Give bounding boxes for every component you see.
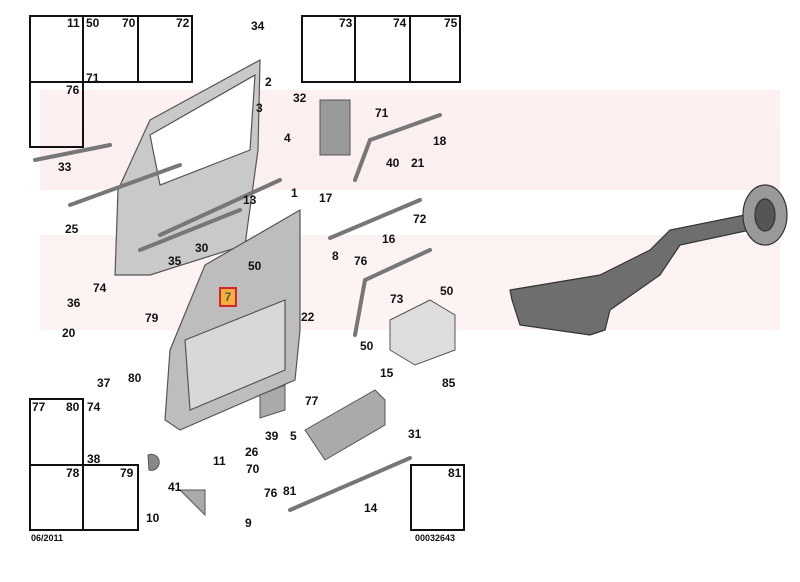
part-callout[interactable]: 76	[264, 486, 278, 500]
part-callout[interactable]: 71	[375, 106, 389, 120]
inset-label: 11	[67, 16, 80, 30]
inset-label: 70	[122, 16, 136, 30]
part-callout[interactable]: 33	[58, 160, 72, 174]
part-callout[interactable]: 79	[145, 311, 159, 325]
part-callout[interactable]: 85	[442, 376, 456, 390]
part-callout[interactable]: 80	[128, 371, 142, 385]
part-callout[interactable]: 50	[248, 259, 262, 273]
inset-label: 78	[66, 466, 80, 480]
part-callout[interactable]: 70	[246, 462, 260, 476]
part-callout[interactable]: 39	[265, 429, 279, 443]
part-callout[interactable]: 31	[408, 427, 422, 441]
part-callout[interactable]: 38	[87, 452, 101, 466]
part-callout[interactable]: 35	[168, 254, 182, 268]
part-callout[interactable]: 32	[293, 91, 307, 105]
part-callout[interactable]: 30	[195, 241, 209, 255]
hinge-illustration	[509, 184, 788, 336]
seal-strips	[33, 113, 442, 512]
inset-label: 73	[339, 16, 353, 30]
small-parts	[147, 99, 456, 517]
part-callout[interactable]: 20	[62, 326, 76, 340]
inner-door-frame	[164, 208, 301, 431]
outer-door-panel	[114, 58, 261, 276]
part-callout[interactable]: 2	[265, 75, 272, 89]
inset-label: 81	[448, 466, 462, 480]
part-callout[interactable]: 77	[305, 394, 319, 408]
inset-label: 76	[66, 83, 80, 97]
part-callout[interactable]: 14	[364, 501, 378, 515]
part-callout[interactable]: 11	[213, 454, 226, 468]
inset-box-bolt	[29, 81, 84, 148]
part-callout[interactable]: 15	[380, 366, 394, 380]
part-callout[interactable]: 1	[291, 186, 298, 200]
part-callout[interactable]: 26	[245, 445, 259, 459]
part-callout[interactable]: 8	[332, 249, 339, 263]
part-callout[interactable]: 10	[146, 511, 160, 525]
part-callout[interactable]: 37	[97, 376, 111, 390]
inset-box-bushing	[409, 15, 461, 83]
part-callout[interactable]: 16	[382, 232, 396, 246]
inset-box-plug-79	[82, 464, 139, 531]
part-callout[interactable]: 72	[413, 212, 427, 226]
part-callout[interactable]: 18	[433, 134, 447, 148]
inset-label: 74	[393, 16, 407, 30]
part-callout[interactable]: 9	[245, 516, 252, 530]
inset-label: 50	[86, 16, 100, 30]
part-callout[interactable]: 41	[168, 480, 182, 494]
part-callout[interactable]: 50	[440, 284, 454, 298]
part-callout[interactable]: 13	[243, 193, 257, 207]
part-callout[interactable]: 3	[256, 101, 263, 115]
part-callout[interactable]: 73	[390, 292, 404, 306]
inset-box-nut	[137, 15, 193, 83]
part-callout[interactable]: 4	[284, 131, 291, 145]
date-code: 06/2011	[31, 533, 64, 543]
part-callout[interactable]: 50	[360, 339, 374, 353]
part-callout[interactable]: 21	[411, 156, 425, 170]
inset-label: 80	[66, 400, 80, 414]
highlighted-part-7[interactable]: 7	[219, 287, 237, 307]
part-callout[interactable]: 34	[251, 19, 265, 33]
inset-label: 75	[444, 16, 458, 30]
part-callout[interactable]: 17	[319, 191, 333, 205]
part-callout[interactable]: 74	[87, 400, 101, 414]
reference-code: 00032643	[415, 533, 456, 543]
part-callout[interactable]: 25	[65, 222, 79, 236]
part-callout[interactable]: 76	[354, 254, 368, 268]
inset-label: 72	[176, 16, 190, 30]
inset-box-grommet	[410, 464, 465, 531]
part-callout[interactable]: 74	[93, 281, 107, 295]
inset-label: 71	[86, 71, 100, 85]
part-callout[interactable]: 22	[301, 310, 315, 324]
part-callout[interactable]: 36	[67, 296, 81, 310]
part-callout[interactable]: 5	[290, 429, 297, 443]
part-callout[interactable]: 81	[283, 484, 297, 498]
inset-label: 79	[120, 466, 134, 480]
part-callout[interactable]: 40	[386, 156, 400, 170]
inset-label: 77	[32, 400, 46, 414]
